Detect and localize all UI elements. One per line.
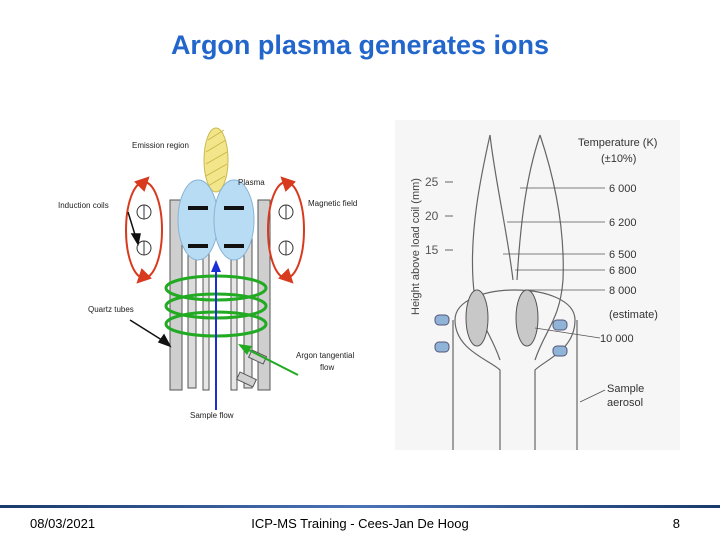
- sample-flow-arrow: [211, 260, 221, 410]
- temp-10000: 10 000: [600, 333, 634, 345]
- temperature-header: Temperature (K): [578, 137, 657, 149]
- argon-flow-arrow: [238, 344, 299, 376]
- leader-lines: [127, 211, 172, 348]
- label-sample: Sample: [607, 383, 644, 395]
- temperature-tolerance: (±10%): [601, 153, 636, 165]
- torch-schematic: Emission region Plasma Induction coils M…: [58, 127, 357, 420]
- label-argon-tangential-flow-2: flow: [320, 363, 334, 372]
- footer-date: 08/03/2021: [30, 516, 96, 531]
- temp-8000: 8 000: [609, 285, 637, 297]
- tick-15: 15: [425, 243, 439, 257]
- temp-6200: 6 200: [609, 217, 637, 229]
- label-magnetic-field: Magnetic field: [308, 199, 357, 208]
- temp-6500: 6 500: [609, 249, 637, 261]
- plasma: [177, 179, 255, 261]
- label-sample-flow: Sample flow: [190, 411, 234, 420]
- label-quartz-tubes: Quartz tubes: [88, 305, 134, 314]
- axis-label-height: Height above load coil (mm): [410, 178, 422, 315]
- tick-25: 25: [425, 175, 439, 189]
- label-emission-region: Emission region: [132, 141, 189, 150]
- coil-cross-sections: [136, 204, 294, 256]
- footer-presenter: ICP-MS Training - Cees-Jan De Hoog: [251, 516, 469, 531]
- label-induction-coils: Induction coils: [58, 201, 109, 210]
- emission-region: [203, 127, 229, 193]
- flame-outline: [471, 134, 564, 361]
- tick-20: 20: [425, 209, 439, 223]
- argon-inlet-tube: [235, 349, 268, 388]
- label-argon-tangential-flow: Argon tangential: [296, 351, 354, 360]
- label-aerosol: aerosol: [607, 397, 643, 409]
- temp-6800: 6 800: [609, 265, 637, 277]
- temp-estimate: (estimate): [609, 309, 658, 321]
- icp-torch-diagram: Emission region Plasma Induction coils M…: [40, 120, 380, 430]
- magnetic-field-right: [267, 176, 305, 284]
- quartz-tubes: [169, 199, 271, 391]
- magnetic-field-left: [125, 176, 163, 284]
- label-plasma: Plasma: [238, 178, 265, 187]
- footer-divider: [0, 505, 720, 508]
- slide-title: Argon plasma generates ions: [170, 30, 550, 60]
- temperature-leaders: [503, 187, 606, 403]
- temperature-schematic: Height above load coil (mm) 25 20 15: [395, 120, 680, 450]
- torch-coil-regions: [434, 289, 568, 357]
- footer-page-number: 8: [672, 516, 680, 531]
- temp-6000: 6 000: [609, 183, 637, 195]
- temperature-profile-diagram: Height above load coil (mm) 25 20 15: [395, 120, 680, 450]
